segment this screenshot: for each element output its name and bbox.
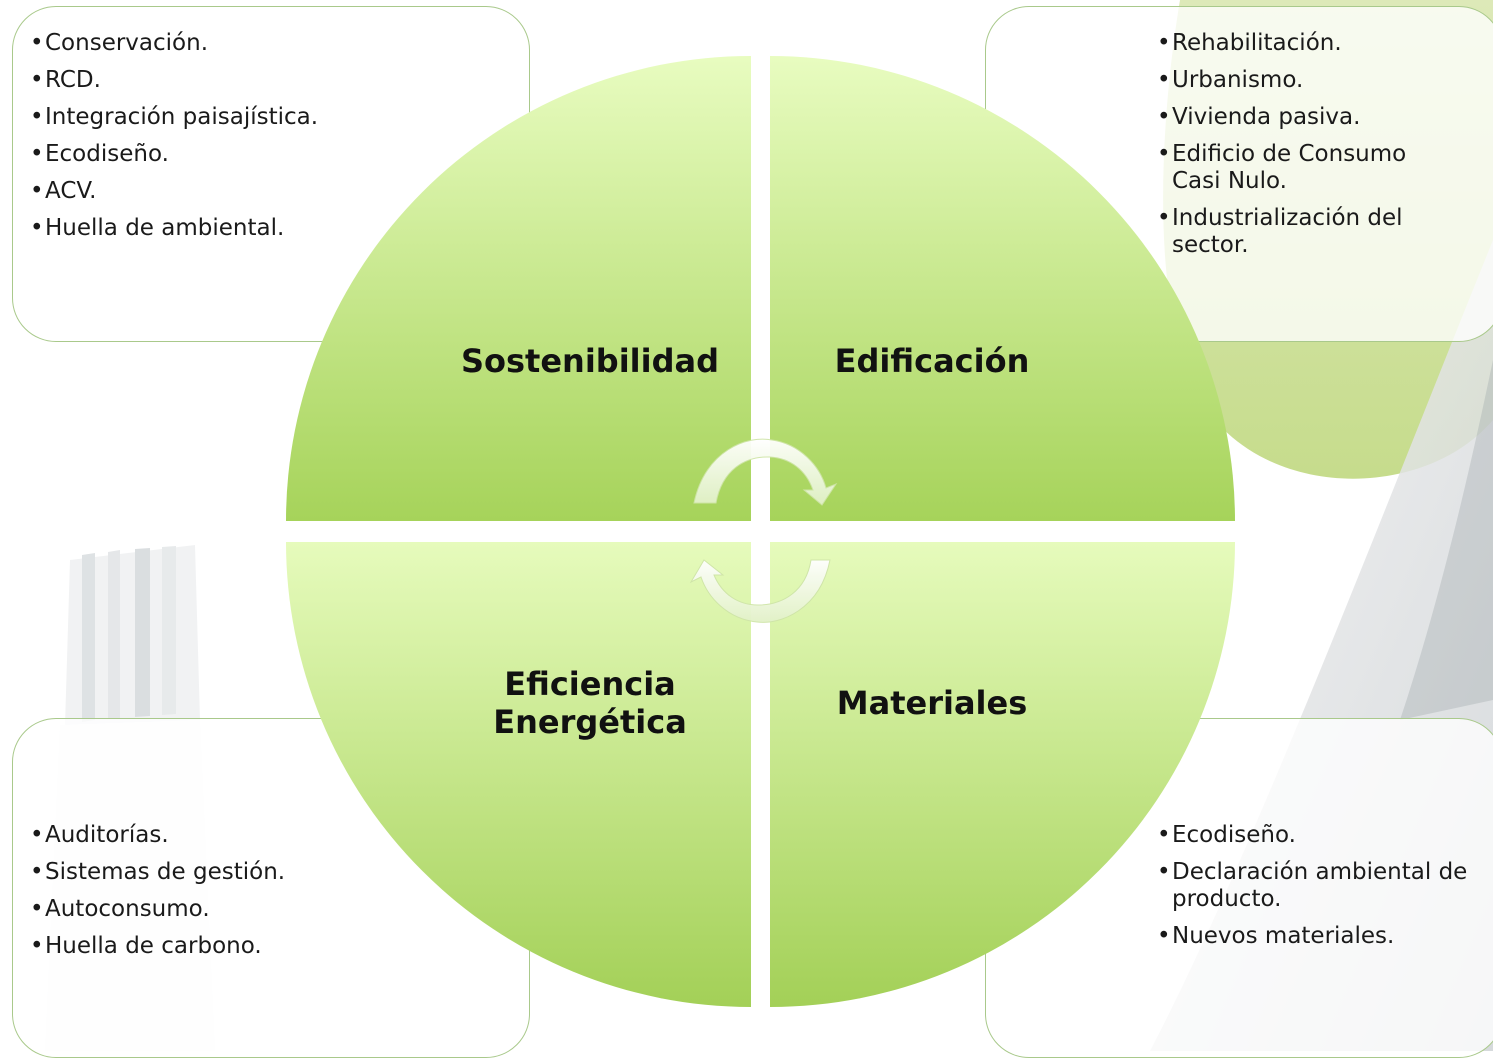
list-sostenibilidad: Conservación. RCD. Integración paisajíst… xyxy=(30,30,410,252)
quadrant-eficiencia xyxy=(286,542,751,1007)
list-eficiencia-energetica: Auditorías. Sistemas de gestión. Autocon… xyxy=(30,822,410,970)
label-eficiencia-text: Eficiencia Energética xyxy=(493,665,687,741)
list-item: Ecodiseño. xyxy=(1157,822,1487,849)
list-item: ACV. xyxy=(30,178,410,205)
list-item: Urbanismo. xyxy=(1157,67,1477,94)
label-materiales: Materiales xyxy=(836,684,1028,722)
quadrant-sostenibilidad xyxy=(286,56,751,521)
quadrant-edificacion xyxy=(770,56,1235,521)
list-item: Edificio de Consumo Casi Nulo. xyxy=(1157,141,1452,195)
list-materiales: Ecodiseño. Declaración ambiental de prod… xyxy=(1157,822,1487,960)
list-item: Rehabilitación. xyxy=(1157,30,1477,57)
list-item: Huella de carbono. xyxy=(30,933,410,960)
list-item: Huella de ambiental. xyxy=(30,215,410,242)
list-item: Declaración ambiental de producto. xyxy=(1157,859,1472,913)
list-item: Vivienda pasiva. xyxy=(1157,104,1477,131)
label-sostenibilidad: Sostenibilidad xyxy=(460,342,720,380)
quadrant-materiales xyxy=(770,542,1235,1007)
label-edificacion: Edificación xyxy=(834,342,1030,380)
list-item: Sistemas de gestión. xyxy=(30,859,410,886)
label-eficiencia-energetica: Eficiencia Energética xyxy=(440,665,740,741)
list-item: Ecodiseño. xyxy=(30,141,410,168)
list-item: Nuevos materiales. xyxy=(1157,923,1487,950)
list-item: RCD. xyxy=(30,67,410,94)
list-item: Integración paisajística. xyxy=(30,104,410,131)
list-item: Conservación. xyxy=(30,30,410,57)
list-edificacion: Rehabilitación. Urbanismo. Vivienda pasi… xyxy=(1157,30,1477,269)
list-item: Auditorías. xyxy=(30,822,410,849)
list-item: Autoconsumo. xyxy=(30,896,410,923)
list-item: Industrialización del sector. xyxy=(1157,205,1462,259)
cycle-arrows-icon xyxy=(689,438,838,623)
grey-wedge-shade xyxy=(1400,360,1493,720)
